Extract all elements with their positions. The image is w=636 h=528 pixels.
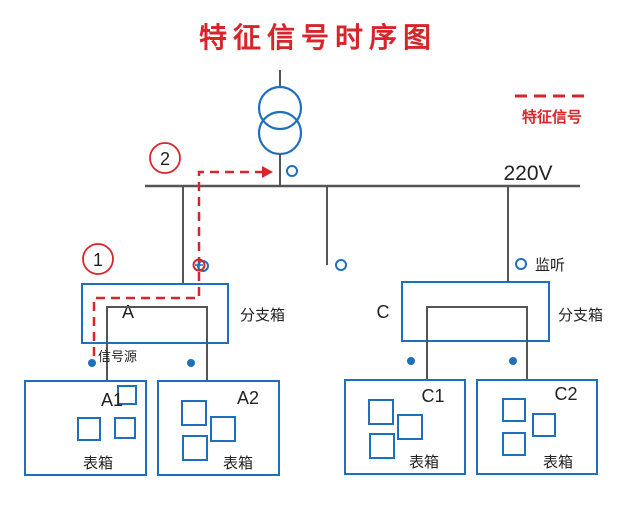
signal-source-terminal-icon xyxy=(88,359,96,367)
signal-path-line xyxy=(92,170,262,356)
step-marker-2: 2 xyxy=(149,142,181,174)
meter-box-a1-type: 表箱 xyxy=(83,454,113,472)
meter-box-a2 xyxy=(157,380,280,476)
step-marker-1: 1 xyxy=(82,243,114,275)
branch-box-c-type: 分支箱 xyxy=(558,306,603,324)
c1-terminal-icon xyxy=(407,357,415,365)
meter-box-c2 xyxy=(476,379,598,475)
branch-box-c-label: C xyxy=(377,302,390,322)
branch-box-a-type: 分支箱 xyxy=(240,306,285,324)
branch-box-a xyxy=(81,283,229,344)
middle-terminal-icon xyxy=(335,259,347,271)
svg-text:1: 1 xyxy=(93,250,103,270)
branch-a-internal-wire xyxy=(106,306,208,381)
transformer-icon xyxy=(257,70,303,186)
a2-terminal-icon xyxy=(187,359,195,367)
meter-box-c2-id: C2 xyxy=(554,384,577,404)
legend: 特征信号 xyxy=(515,94,585,126)
meter-box-c1-id: C1 xyxy=(421,386,444,406)
branch-box-c xyxy=(401,281,550,342)
transformer-terminal-icon xyxy=(286,165,298,177)
bus-voltage-label: 220V xyxy=(503,162,552,185)
c2-terminal-icon xyxy=(509,357,517,365)
meter-box-c1-type: 表箱 xyxy=(409,453,439,471)
monitor-terminal-icon xyxy=(515,258,527,270)
signal-arrow-icon xyxy=(262,166,273,178)
meter-box-c1 xyxy=(344,379,466,475)
signal-source-label: 信号源 xyxy=(98,350,137,365)
branch-c-internal-wire xyxy=(426,306,528,381)
signal-injection-icon xyxy=(192,258,206,272)
meter-box-a1-id: A1 xyxy=(101,390,123,410)
meter-box-a2-id: A2 xyxy=(237,388,259,408)
monitor-label: 监听 xyxy=(535,256,565,274)
meter-box-a2-type: 表箱 xyxy=(223,454,253,472)
branch-box-a-label: A xyxy=(122,302,134,322)
meter-box-a1 xyxy=(24,380,147,476)
svg-text:2: 2 xyxy=(160,149,170,169)
diagram-title: 特征信号时序图 xyxy=(199,21,437,54)
legend-label: 特征信号 xyxy=(522,108,582,126)
meter-box-c2-type: 表箱 xyxy=(543,453,573,471)
